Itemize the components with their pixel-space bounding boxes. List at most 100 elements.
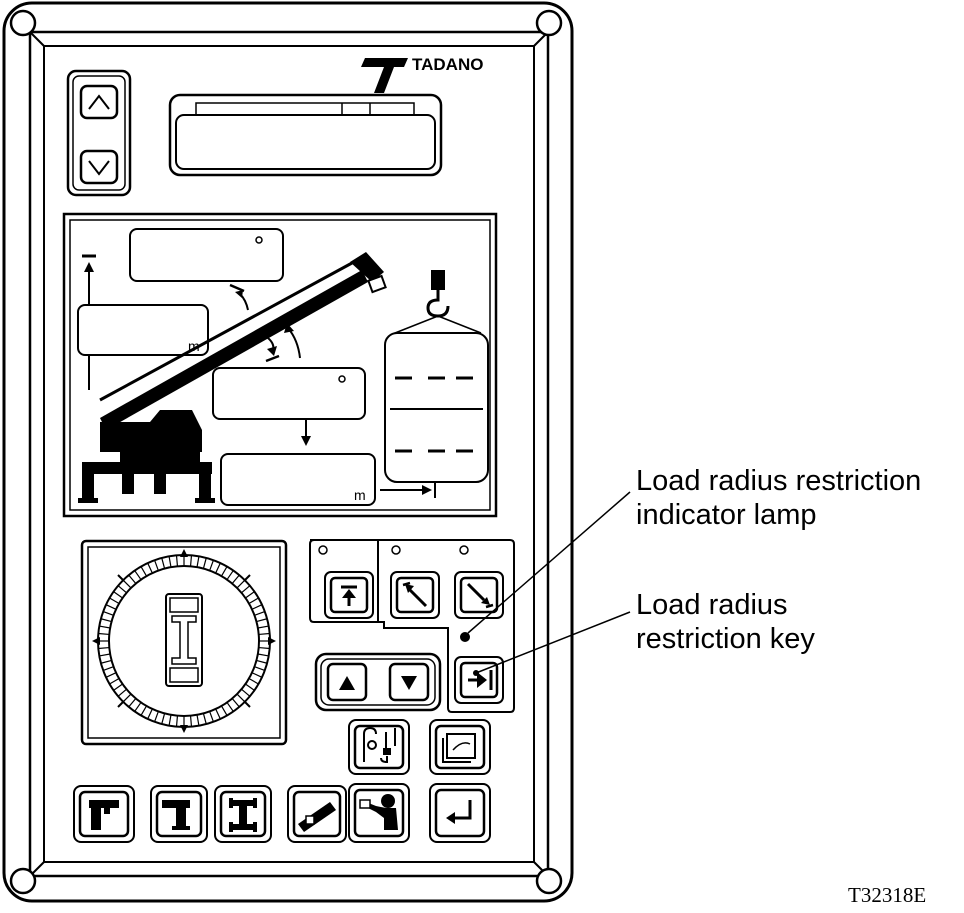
slew-tick xyxy=(134,702,142,712)
slew-tick xyxy=(122,693,132,703)
boom-telescope-key[interactable] xyxy=(287,785,347,843)
down-arrow-icon xyxy=(88,160,110,176)
slew-tick xyxy=(105,672,117,678)
crane-silhouette xyxy=(78,252,387,503)
slew-tick xyxy=(161,713,166,725)
scroll-down-button[interactable] xyxy=(79,149,119,185)
slew-tick xyxy=(117,585,127,594)
slew-tick xyxy=(258,646,270,650)
slew-tick xyxy=(102,666,114,671)
screw-bottom-left xyxy=(9,867,37,895)
screw-bottom-right xyxy=(535,867,563,895)
boom-raise-key[interactable] xyxy=(390,571,440,619)
jib-angle-display xyxy=(212,367,366,420)
slew-tick xyxy=(226,702,234,712)
key-callout: Load radius restriction key xyxy=(636,589,815,655)
slew-tick xyxy=(248,677,259,685)
brand-logo: TADANO xyxy=(361,55,483,93)
slew-tick xyxy=(254,611,266,616)
slew-tick xyxy=(196,714,200,726)
outrigger-full-key[interactable] xyxy=(214,785,272,843)
scroll-up-button[interactable] xyxy=(79,84,119,120)
boom-lower-key[interactable] xyxy=(454,571,504,619)
slew-tick xyxy=(100,659,112,664)
working-radius-display: m xyxy=(220,453,376,506)
outrigger-icon xyxy=(162,800,190,830)
slew-tick xyxy=(140,566,148,577)
height-unit-label: m xyxy=(188,338,200,354)
slew-tick xyxy=(128,698,137,708)
document-icon xyxy=(442,733,476,763)
slew-tick xyxy=(202,557,207,569)
slew-tick xyxy=(117,688,127,697)
slew-tick xyxy=(140,705,148,716)
enter-key[interactable] xyxy=(429,783,491,843)
slew-tick xyxy=(122,579,132,589)
adjust-down-key[interactable] xyxy=(388,662,430,702)
slew-tick xyxy=(236,579,246,589)
lamp-callout: Load radius restriction indicator lamp xyxy=(636,465,921,531)
slew-tick xyxy=(147,562,153,574)
slew-tick xyxy=(113,591,123,599)
slew-display xyxy=(80,539,288,746)
slew-tick xyxy=(248,597,259,605)
telescope-icon xyxy=(298,799,336,832)
slew-tick xyxy=(231,698,240,708)
lamp-callout-line-2: indicator lamp xyxy=(636,499,817,531)
slew-tick xyxy=(215,562,221,574)
slew-tick xyxy=(161,557,166,569)
triangle-down-icon xyxy=(401,676,417,690)
slew-tick xyxy=(100,618,112,623)
key-callout-line-2: restriction key xyxy=(636,623,815,655)
crane-boom-key[interactable] xyxy=(73,785,135,843)
slew-tick xyxy=(251,672,263,678)
slew-tick xyxy=(226,570,234,580)
slew-tick xyxy=(109,597,120,605)
slew-tick xyxy=(99,653,111,657)
load-display xyxy=(384,270,489,483)
outrigger-frame-icon xyxy=(229,798,257,832)
outrigger-single-key[interactable] xyxy=(150,785,208,843)
operator-key[interactable] xyxy=(348,783,410,843)
slew-tick xyxy=(209,711,214,723)
slew-tick xyxy=(154,559,159,571)
slew-tick xyxy=(105,604,117,610)
slew-tick xyxy=(215,708,221,720)
screw-top-left xyxy=(9,9,37,37)
brand-name: TADANO xyxy=(412,55,483,74)
operator-icon xyxy=(359,794,398,830)
hook-block-icon xyxy=(363,726,396,764)
boom-raise-icon xyxy=(402,581,428,608)
radius-unit-label: m xyxy=(354,487,366,503)
lamp-callout-line-1: Load radius restriction xyxy=(636,465,921,497)
figure-code: T32318E xyxy=(848,883,926,907)
adjust-up-key[interactable] xyxy=(326,662,368,702)
slew-tick xyxy=(128,574,137,584)
slew-tick xyxy=(254,666,266,671)
triangle-up-icon xyxy=(339,676,355,690)
slew-tick xyxy=(175,555,179,567)
document-key[interactable] xyxy=(429,719,491,775)
hook-block-key[interactable] xyxy=(348,719,410,775)
slew-tick xyxy=(202,713,207,725)
load-radius-restriction-key[interactable] xyxy=(454,656,504,704)
slew-tick xyxy=(189,555,193,567)
slew-tick xyxy=(189,715,193,727)
hoist-limit-icon xyxy=(341,585,357,606)
radius-arrow xyxy=(380,482,436,498)
slew-tick xyxy=(256,618,268,623)
slew-tick xyxy=(99,625,111,629)
slew-tick xyxy=(168,714,172,726)
angle-arrows xyxy=(229,283,311,446)
slew-tick xyxy=(109,677,120,685)
slew-tick xyxy=(220,566,228,577)
radius-limit-icon xyxy=(468,670,493,690)
crane-boom-icon xyxy=(89,800,119,830)
slew-tick xyxy=(98,632,110,636)
hoist-limit-key[interactable] xyxy=(324,571,374,619)
slew-tick xyxy=(258,632,270,636)
slew-tick xyxy=(245,591,255,599)
slew-tick xyxy=(168,556,172,568)
slew-tick xyxy=(251,604,263,610)
